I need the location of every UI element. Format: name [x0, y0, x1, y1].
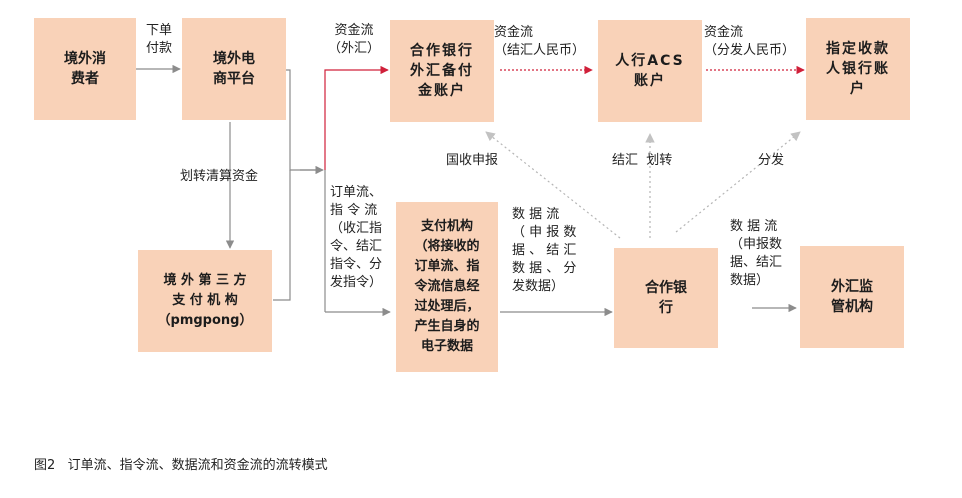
bracket-third-party — [273, 170, 291, 301]
label-fund-dist: 资金流 （分发人民币） — [704, 25, 796, 58]
arrow-fund-fx — [324, 65, 389, 170]
arrow-intl-report — [485, 131, 621, 239]
box-acs: 人行ACS 账户 — [598, 20, 702, 122]
bracket-platform — [286, 69, 322, 171]
figure-caption: 图2 订单流、指令流、数据流和资金流的流转模式 — [34, 458, 328, 473]
label-intl-report: 国收申报 — [446, 153, 499, 168]
box-third-party: 境 外 第 三 方 支 付 机 构 （pmgpong） — [138, 250, 272, 352]
label-fund-settle: 资金流 （结汇人民币） — [494, 25, 586, 58]
box-payee: 指定收款 人银行账 户 — [806, 18, 910, 120]
label-distribute: 分发 — [758, 153, 785, 168]
label-order-cmd: 订单流、 指 令 流 （收汇指 令、结汇 指令、分 发指令） — [330, 185, 383, 290]
box-coop-bank: 合作银 行 — [614, 248, 718, 348]
label-order-pay: 下单 付款 — [146, 23, 173, 56]
label-transfer-clear: 划转清算资金 — [180, 169, 259, 184]
box-consumer: 境外消 费者 — [34, 18, 136, 120]
label-settle-transfer: 结汇 划转 — [612, 153, 673, 168]
label-data-flow-1: 数 据 流 （ 申 报 数 据 、 结 汇 数 据 、 分 发数据） — [512, 207, 577, 294]
arrow-distribute — [675, 131, 801, 233]
label-data-flow-2: 数 据 流 （申报数 据、结汇 数据） — [730, 219, 783, 288]
box-bank-fx: 合作银行 外汇备付 金账户 — [390, 20, 494, 122]
box-regulator: 外汇监 管机构 — [800, 246, 904, 348]
box-platform: 境外电 商平台 — [182, 18, 286, 120]
label-fund-fx: 资金流 （外汇） — [328, 23, 381, 56]
box-payment-institution: 支付机构 （将接收的 订单流、指 令流信息经 过处理后， 产生自身的 电子数据 — [396, 202, 498, 372]
